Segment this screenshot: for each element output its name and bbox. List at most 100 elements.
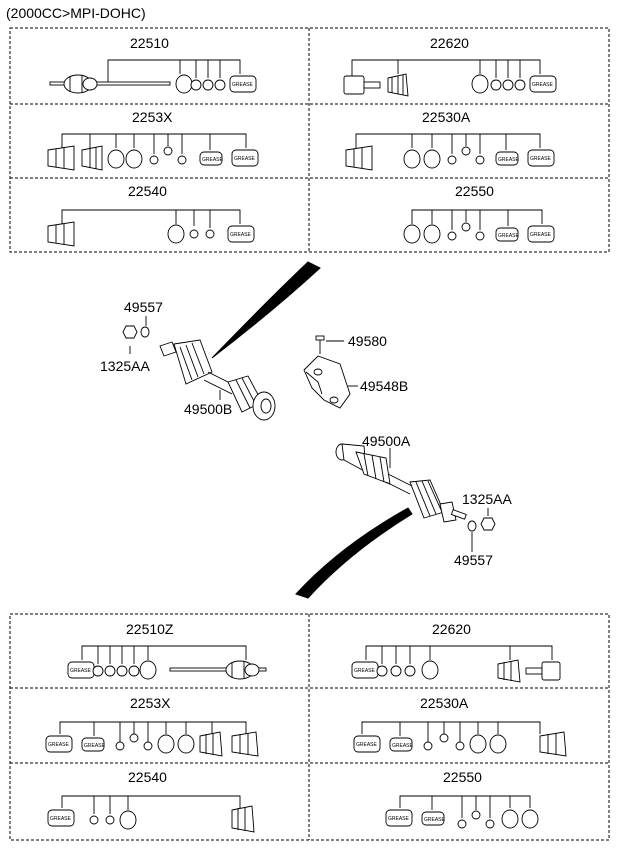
pointer-swoosh-icon: [211, 261, 321, 359]
outer-joint-icon: [343, 75, 381, 95]
kit-cell-bottom-22540[interactable]: 22540 GREASE: [47, 769, 255, 833]
ring-icon: [455, 741, 465, 751]
boot-clamp-icon: [489, 734, 507, 754]
svg-text:GREASE: GREASE: [48, 742, 70, 748]
ring-icon: [447, 231, 457, 241]
outer-joint-icon: [525, 661, 561, 681]
boot-clamp-icon: [139, 660, 157, 680]
kit-cell-bottom-22620[interactable]: 22620 GREASE: [351, 621, 561, 683]
kit-cell-top-22550[interactable]: 22550 GREASE GREASE: [403, 183, 555, 244]
kit-cell-top-22510[interactable]: 22510 GREASE: [49, 35, 257, 94]
grease-pack-icon: GREASE: [353, 735, 381, 753]
svg-text:GREASE: GREASE: [498, 233, 520, 239]
svg-text:GREASE: GREASE: [388, 816, 410, 822]
ring-icon: [475, 155, 485, 165]
boot-clamp-icon: [157, 734, 175, 754]
svg-text:GREASE: GREASE: [392, 743, 414, 749]
grease-pack-icon: GREASE: [527, 225, 555, 243]
bolt-icon: [315, 335, 325, 354]
grease-pack-icon: GREASE: [495, 227, 520, 242]
kit-code-label: 22540: [128, 769, 167, 785]
ring-icon: [447, 155, 457, 165]
ring-icon: [105, 815, 115, 825]
grease-pack-icon: GREASE: [45, 735, 73, 753]
kit-cell-top-22530A[interactable]: 22530A GREASE GREASE: [345, 109, 555, 171]
svg-text:GREASE: GREASE: [424, 817, 446, 823]
ring-icon: [214, 79, 226, 91]
kit-code-label: 22510Z: [126, 621, 174, 637]
assembly-illustration: 49557 1325AA 49500B 49580 49548B: [100, 261, 512, 599]
washer-icon: [467, 520, 477, 532]
kit-cell-top-22540[interactable]: 22540 GREASE: [47, 183, 255, 247]
svg-text:GREASE: GREASE: [530, 156, 552, 162]
svg-text:GREASE: GREASE: [70, 668, 92, 674]
grease-pack-icon: GREASE: [227, 225, 255, 243]
ring-icon: [92, 665, 104, 677]
kit-cell-bottom-22510Z[interactable]: 22510Z GREASE: [67, 621, 267, 680]
boot-icon: [539, 731, 567, 757]
ring-icon: [471, 810, 481, 820]
left-drive-shaft-icon: [159, 339, 276, 421]
ring-icon: [461, 222, 471, 232]
kit-code-label: 22550: [443, 769, 482, 785]
boot-clamp-icon: [521, 809, 539, 829]
ring-icon: [390, 665, 402, 677]
callout-right-shaft: 49500A: [362, 433, 411, 449]
boot-clamp-icon: [119, 810, 137, 830]
ring-icon: [89, 815, 99, 825]
ring-icon: [115, 741, 125, 751]
kit-cell-top-22620[interactable]: 22620 GREASE: [343, 35, 557, 97]
bottom-kit-table: [9, 613, 610, 841]
callout-right-nut-washer: 49557: [454, 552, 493, 568]
ring-icon: [202, 79, 214, 91]
grease-pack-icon: GREASE: [421, 811, 446, 826]
kit-code-label: 2253X: [130, 695, 171, 711]
boot-icon: [231, 731, 259, 757]
boot-icon: [47, 221, 75, 247]
kit-cell-bottom-22530A[interactable]: 22530A GREASE GREASE: [353, 695, 567, 757]
ring-icon: [485, 819, 495, 829]
callout-right-nut: 1325AA: [462, 491, 512, 507]
boot-icon: [387, 73, 409, 97]
ring-icon: [190, 79, 202, 91]
kit-cell-bottom-22550[interactable]: 22550 GREASE GREASE: [385, 769, 539, 829]
grease-pack-icon: GREASE: [351, 661, 379, 679]
ring-icon: [502, 79, 514, 91]
ring-icon: [404, 665, 416, 677]
pointer-swoosh-icon: [295, 507, 413, 599]
nut-icon: [122, 325, 138, 339]
boot-clamp-icon: [107, 149, 125, 169]
top-kit-table: [9, 27, 610, 253]
boot-icon: [497, 659, 521, 683]
svg-text:GREASE: GREASE: [498, 157, 520, 163]
kit-code-label: 22510: [130, 35, 169, 51]
svg-text:GREASE: GREASE: [356, 742, 378, 748]
kit-code-label: 22530A: [422, 109, 471, 125]
svg-text:GREASE: GREASE: [230, 232, 252, 238]
page-title: (2000CC>MPI-DOHC): [6, 5, 146, 21]
grease-pack-icon: GREASE: [47, 809, 75, 827]
ring-icon: [177, 155, 187, 165]
boot-clamp-icon: [175, 74, 193, 94]
grease-pack-icon: GREASE: [67, 661, 95, 679]
kit-cell-bottom-2253X[interactable]: 2253X GREASE GREASE: [45, 695, 259, 757]
ring-icon: [475, 231, 485, 241]
grease-pack-icon: GREASE: [199, 151, 224, 166]
ring-icon: [189, 229, 199, 239]
boot-clamp-icon: [501, 809, 519, 829]
svg-text:GREASE: GREASE: [84, 743, 106, 749]
kit-code-label: 22540: [128, 183, 167, 199]
boot-icon: [345, 145, 373, 171]
boot-clamp-icon: [471, 74, 489, 94]
svg-text:GREASE: GREASE: [532, 82, 554, 88]
grease-pack-icon: GREASE: [229, 75, 257, 93]
boot-icon: [81, 145, 103, 171]
kit-cell-top-2253X[interactable]: 2253X GREASE GREASE: [47, 109, 259, 171]
ring-icon: [490, 79, 502, 91]
grease-pack-icon: GREASE: [495, 151, 520, 166]
callout-bolt: 49580: [348, 333, 387, 349]
svg-text:GREASE: GREASE: [232, 82, 254, 88]
boot-clamp-icon: [423, 224, 441, 244]
ring-icon: [129, 733, 139, 743]
